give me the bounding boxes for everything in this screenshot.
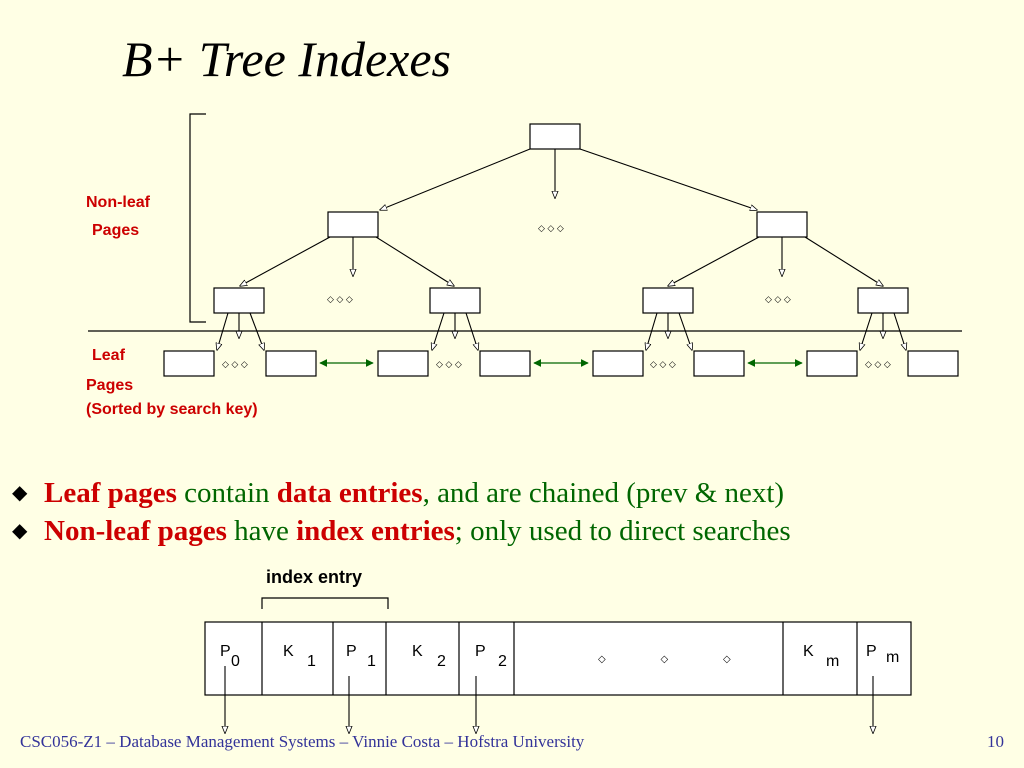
leaf-label-line1: Leaf [92, 347, 126, 364]
leaf-nodes [163, 350, 959, 377]
leaf-node [163, 350, 215, 377]
diamond-bullet-icon: ◆ [12, 482, 28, 504]
cell-p0-main: P [220, 643, 231, 660]
leaf-node [693, 350, 745, 377]
index-entry-label: index entry [266, 567, 362, 587]
cell-pm-sub: m [886, 649, 899, 666]
tree-nodes [213, 123, 909, 314]
cell-k2-sub: 2 [437, 653, 446, 670]
ellipsis: ◇ ◇ ◇ [765, 294, 791, 304]
footer-text: CSC056-Z1 – Database Management Systems … [20, 732, 585, 751]
bullet-leaf-pages: ◆Leaf pages contain data entries, and ar… [12, 474, 791, 512]
cell-k1-sub: 1 [307, 653, 316, 670]
ellipsis: ◇ ◇ ◇ [538, 223, 564, 233]
cell-p0-sub: 0 [231, 653, 240, 670]
page-number: 10 [987, 732, 1004, 751]
level2-node [429, 287, 481, 314]
root-node [529, 123, 581, 150]
ellipsis: ◇ ◇ ◇ [865, 359, 891, 369]
index-cell-labels: P 0 K 1 P 1 K 2 P 2 K m P m [220, 643, 899, 670]
leaf-label-line2: Pages [86, 377, 133, 394]
cell-pm-main: P [866, 643, 877, 660]
level2-node [213, 287, 265, 314]
cell-km-sub: m [826, 653, 839, 670]
level1-node-right [756, 211, 808, 238]
index-entry-bracket [261, 597, 389, 609]
bullet-list: ◆Leaf pages contain data entries, and ar… [12, 474, 791, 550]
leaf-node [479, 350, 531, 377]
leaf-node [592, 350, 644, 377]
cell-km-main: K [803, 643, 814, 660]
cell-p2-main: P [475, 643, 486, 660]
bullet-nonleaf-pages: ◆Non-leaf pages have index entries; only… [12, 512, 791, 550]
leaf-node [907, 350, 959, 377]
ellipsis: ◇ ◇ ◇ [327, 294, 353, 304]
cell-k2-main: K [412, 643, 423, 660]
level2-node [642, 287, 694, 314]
nonleaf-label-line2: Pages [92, 222, 139, 239]
index-ellipsis: ◇ ◇ ◇ [598, 654, 757, 665]
level1-node-left [327, 211, 379, 238]
diamond-bullet-icon: ◆ [12, 520, 28, 542]
cell-p2-sub: 2 [498, 653, 507, 670]
leaf-node [806, 350, 858, 377]
cell-k1-main: K [283, 643, 294, 660]
tree-edges [217, 148, 906, 350]
ellipsis: ◇ ◇ ◇ [650, 359, 676, 369]
pointer-arrows [225, 666, 873, 733]
leaf-label-line3: (Sorted by search key) [86, 401, 258, 418]
cell-p1-sub: 1 [367, 653, 376, 670]
nonleaf-label-line1: Non-leaf [86, 194, 151, 211]
ellipsis-markers: ◇ ◇ ◇ ◇ ◇ ◇ ◇ ◇ ◇ ◇ ◇ ◇ ◇ ◇ ◇ ◇ ◇ ◇ ◇ ◇ … [222, 223, 891, 369]
leaf-node [265, 350, 317, 377]
cell-p1-main: P [346, 643, 357, 660]
nonleaf-bracket [189, 113, 206, 323]
level2-node [857, 287, 909, 314]
slide-title: B+ Tree Indexes [122, 31, 452, 87]
ellipsis: ◇ ◇ ◇ [436, 359, 462, 369]
ellipsis: ◇ ◇ ◇ [222, 359, 248, 369]
leaf-node [377, 350, 429, 377]
index-page [204, 621, 912, 696]
